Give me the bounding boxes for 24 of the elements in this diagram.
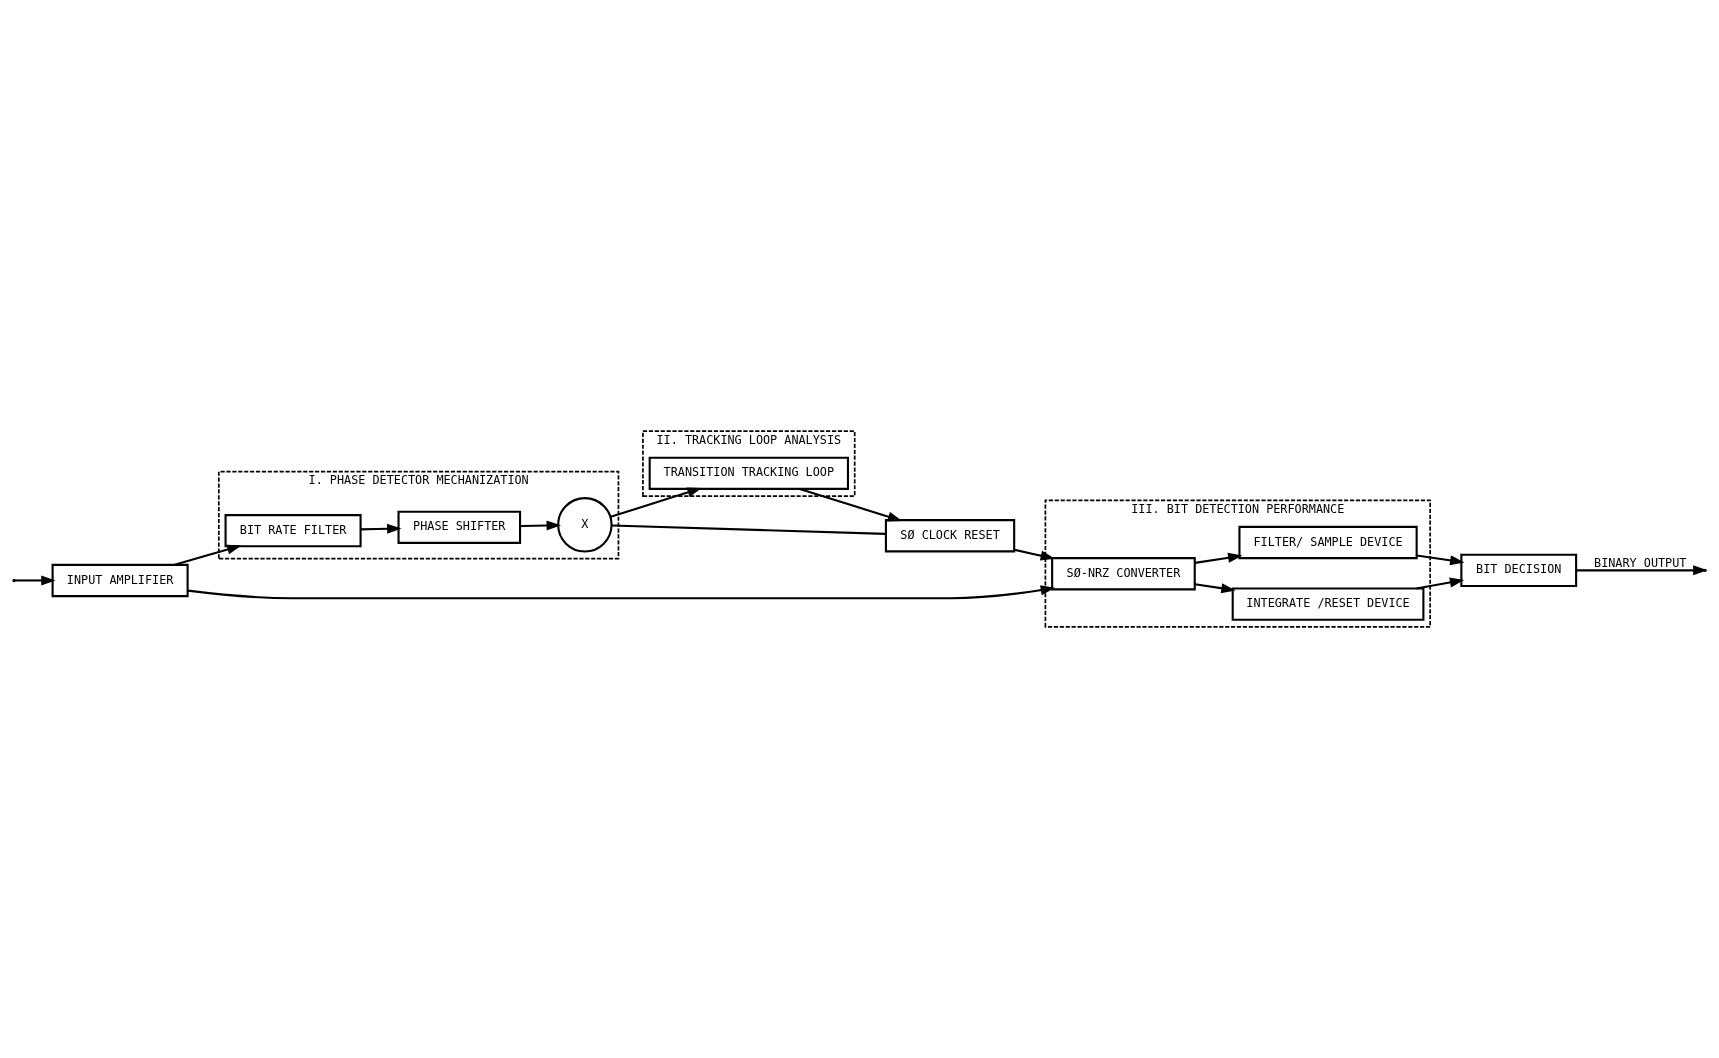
arrow: [520, 520, 561, 531]
arrow: [1416, 577, 1465, 590]
node-box: SØ CLOCK RESET: [884, 519, 1016, 553]
arrow: [187, 585, 1056, 600]
node-box: FILTER/ SAMPLE DEVICE: [1238, 525, 1418, 560]
arrow: [14, 575, 56, 586]
node-box: INPUT AMPLIFIER: [51, 563, 189, 598]
connector: [611, 524, 886, 535]
arrow: [1014, 548, 1055, 561]
node-box: TRANSITION TRACKING LOOP: [648, 456, 849, 490]
node-box: PHASE SHIFTER: [397, 510, 522, 544]
node-box: INTEGRATE /RESET DEVICE: [1231, 587, 1425, 621]
arrow: [799, 488, 903, 522]
node-box: SØ-NRZ CONVERTER: [1051, 557, 1196, 591]
node-box: BIT RATE FILTER: [224, 514, 362, 548]
edge-label: BINARY OUTPUT: [1594, 556, 1687, 571]
arrow: [360, 523, 402, 534]
arrow: [1194, 552, 1243, 564]
arrow: [1194, 583, 1236, 594]
node-circle: X: [557, 497, 613, 553]
arrow: [610, 487, 702, 518]
arrow: [174, 544, 242, 566]
arrow: [1416, 554, 1465, 566]
node-box: BIT DECISION: [1460, 553, 1578, 587]
